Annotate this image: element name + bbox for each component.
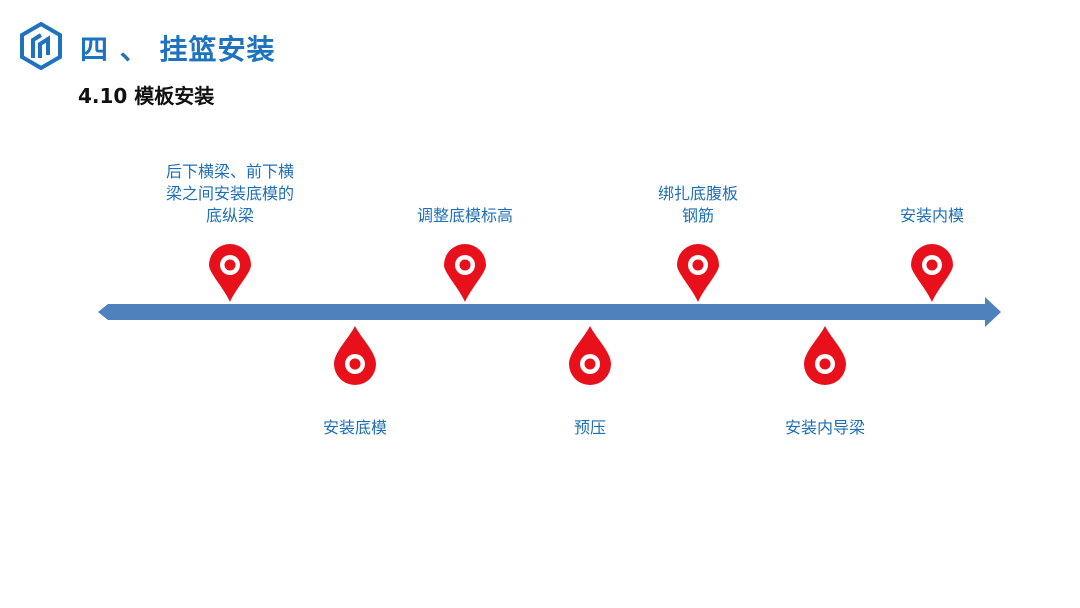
step-label: 安装内模 bbox=[899, 206, 965, 225]
step-label: 后下横梁、前下横 梁之间安装底模的 底纵梁 bbox=[165, 162, 295, 225]
page-title: 四 、 挂篮安装 bbox=[80, 33, 276, 66]
map-pin-icon bbox=[677, 244, 719, 302]
map-pin-icon bbox=[444, 244, 486, 302]
step-label: 绑扎底腹板 钢筋 bbox=[657, 184, 739, 225]
company-logo-icon bbox=[20, 22, 62, 70]
step-label: 安装底模 bbox=[322, 418, 388, 437]
drop-pin-icon bbox=[804, 326, 846, 385]
step-label: 安装内导梁 bbox=[784, 418, 866, 437]
section-subtitle: 4.10 模板安装 bbox=[78, 84, 215, 108]
drop-pin-icon bbox=[569, 326, 611, 385]
map-pin-icon bbox=[209, 244, 251, 302]
step-label: 调整底模标高 bbox=[416, 206, 514, 225]
drop-pin-icon bbox=[334, 326, 376, 385]
timeline-arrow bbox=[98, 297, 1001, 327]
step-label: 预压 bbox=[573, 418, 607, 437]
map-pin-icon bbox=[911, 244, 953, 302]
